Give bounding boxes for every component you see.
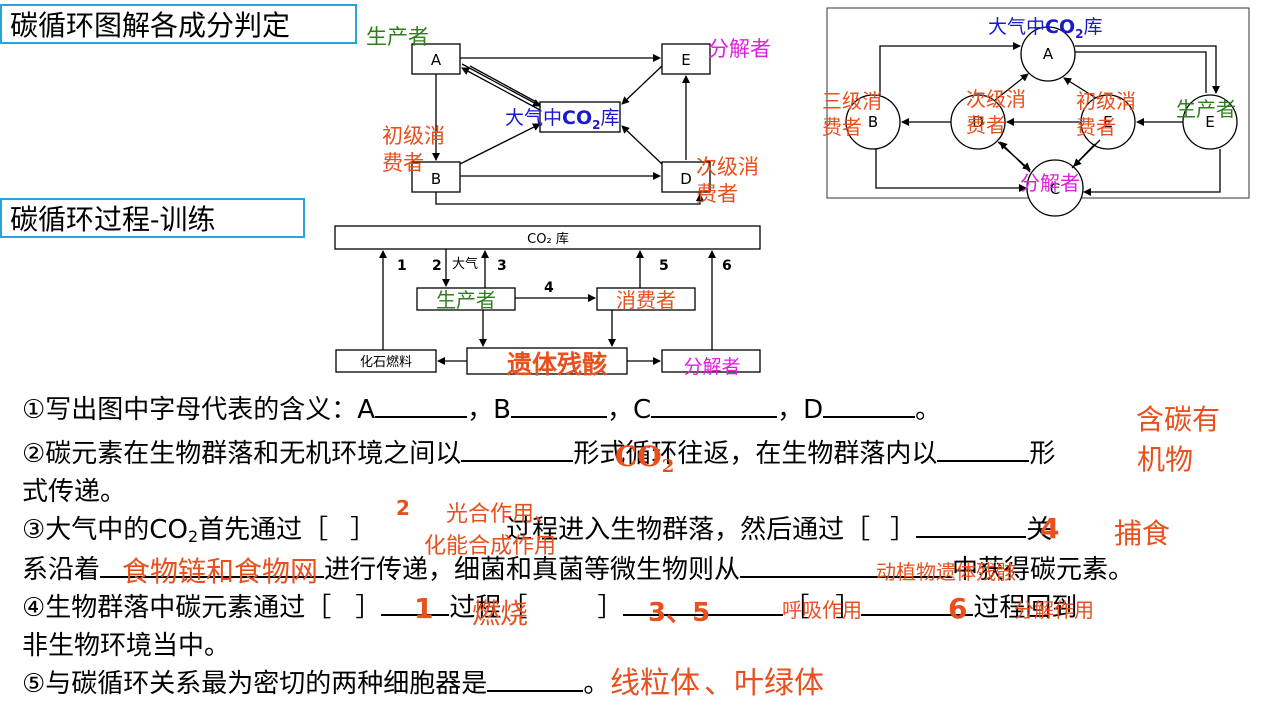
answer-num-6: 6 — [948, 592, 968, 625]
node-label-e: E — [1205, 113, 1214, 131]
node-b — [845, 94, 901, 150]
question-3-line2: 系沿着进行传递，细菌和真菌等微生物则从中获得碳元素。 — [22, 555, 1135, 585]
atmosphere-label: 大气 — [452, 256, 478, 272]
label-a: A — [431, 51, 442, 69]
answer-burning: 燃烧 — [472, 597, 529, 630]
arrow-num-2: 2 — [432, 258, 442, 274]
answer-respiration: 呼吸作用 — [782, 598, 862, 622]
label-tertiary-1: 三级消 — [822, 89, 882, 113]
answer-remains: 动植物遗体残骸 — [876, 560, 1016, 584]
label-b: B — [431, 170, 441, 188]
node-label-b: B — [868, 113, 878, 131]
title-carbon-cycle-components: 碳循环图解各成分判定 — [0, 4, 357, 44]
question-1: ①写出图中字母代表的含义：A，B，C，D。 — [22, 395, 942, 425]
question-4-line1: ④生物群落中碳元素通过［］过程［］［］过程回到 — [22, 593, 1078, 623]
answer-decomposition: 分解作用 — [1014, 598, 1094, 622]
question-4-line2: 非生物环境当中。 — [22, 631, 231, 661]
label-co2-store-2: 大气中CO2库 — [988, 16, 1103, 41]
arrow-num-4: 4 — [544, 280, 554, 296]
answer-organic-l2: 机物 — [1137, 443, 1194, 476]
label-secondary-consumer-1: 次级消 — [696, 155, 759, 179]
node-label-c: C — [1050, 180, 1060, 198]
answer-predation: 捕食 — [1114, 517, 1171, 550]
label-secondary-2: 费者 — [966, 113, 1006, 137]
box-d — [661, 161, 711, 193]
question-2-line1: ②碳元素在生物群落和无机环境之间以形式循环往返，在生物群落内以形 — [22, 439, 1056, 469]
fossil-label: 化石燃料 — [360, 354, 412, 370]
co2-store-box — [334, 225, 761, 250]
question-2-line2: 式传递。 — [22, 477, 127, 507]
remains-label-3: 遗体残骸 — [506, 350, 607, 379]
label-primary-consumer-2: 费者 — [382, 151, 424, 175]
consumer-label-3: 消费者 — [616, 288, 676, 312]
title-carbon-cycle-training: 碳循环过程-训练 — [0, 198, 305, 238]
node-a — [1020, 26, 1076, 82]
label-producer-2: 生产者 — [1176, 97, 1236, 121]
label-producer: 生产者 — [366, 25, 429, 49]
label-decomposer-2: 分解者 — [1020, 171, 1080, 195]
question-5: ⑤与碳循环关系最为密切的两种细胞器是。 — [22, 669, 610, 699]
label-e: E — [681, 51, 690, 69]
box-e — [661, 43, 711, 75]
fossil-box — [335, 349, 437, 373]
answer-photosynthesis-l1: 光合作用、 — [446, 502, 557, 527]
answer-organic-l1: 含碳有 — [1136, 403, 1221, 436]
label-d: D — [680, 170, 692, 188]
label-tertiary-2: 费者 — [822, 115, 862, 139]
producer-label-3: 生产者 — [436, 288, 496, 312]
node-label-a: A — [1043, 45, 1054, 63]
decomposer-box — [661, 349, 761, 373]
co2-store-label: CO₂ 库 — [527, 231, 569, 247]
label-primary-1: 初级消 — [1076, 89, 1136, 113]
label-co2-store: 大气中CO2库 — [505, 107, 620, 132]
answer-num-3-5: 3、5 — [648, 598, 711, 628]
producer-box — [416, 287, 516, 311]
arrow-num-3: 3 — [497, 258, 507, 274]
box-a — [411, 43, 461, 75]
arrow-num-6: 6 — [722, 258, 732, 274]
consumer-box — [596, 287, 696, 311]
answer-co2: CO2 — [615, 440, 675, 477]
answer-mitochondria: 线粒体 — [610, 666, 700, 701]
answer-num-1: 1 — [414, 592, 434, 625]
label-secondary-1: 次级消 — [966, 87, 1026, 111]
answer-num-2: 2 — [396, 496, 410, 520]
answer-photosynthesis-l2: 化能合成作用 — [424, 534, 557, 559]
answer-num-4: 4 — [1040, 512, 1060, 545]
question-3-line1: ③大气中的CO2首先通过［］过程进入生物群落，然后通过［］关 — [22, 515, 1053, 546]
box-b — [411, 161, 461, 193]
label-primary-2: 费者 — [1076, 115, 1116, 139]
label-secondary-consumer-2: 费者 — [696, 182, 738, 206]
arrow-num-5: 5 — [659, 258, 669, 274]
decomposer-label-3: 分解者 — [683, 356, 740, 378]
answer-food-chain: 食物链和食物网 — [122, 555, 319, 588]
arrow-num-1: 1 — [397, 258, 407, 274]
answer-chloroplast: 、叶绿体 — [704, 666, 824, 701]
label-decomposer: 分解者 — [708, 37, 771, 61]
box-c-co2 — [539, 101, 621, 133]
node-label-f: E — [1103, 113, 1112, 131]
node-label-d: D — [972, 113, 984, 131]
label-primary-consumer-1: 初级消 — [382, 124, 445, 148]
